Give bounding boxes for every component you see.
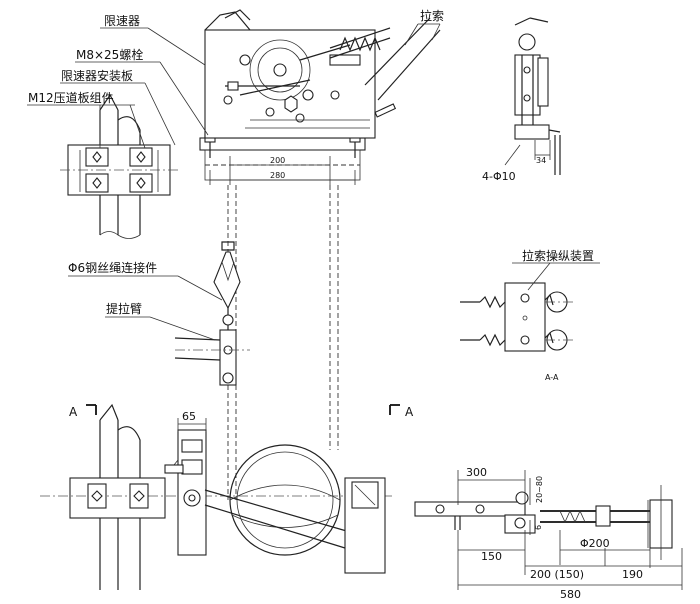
label-mount-plate: 限速器安装板 [61, 68, 133, 83]
cable-device [460, 282, 575, 352]
pull-cables [364, 17, 441, 118]
plan-view [414, 485, 673, 560]
label-cable-device: 拉索操纵装置 [522, 248, 594, 263]
section-mark-left: A [69, 405, 78, 419]
dim-200: 200 [270, 156, 285, 165]
dim-65-lines [177, 418, 207, 432]
dim-190: 190 [622, 568, 643, 581]
label-clamp-plate: M12压道板组件 [28, 91, 114, 105]
dim-6: 6 [534, 525, 543, 530]
section-mark-right: A [405, 405, 414, 419]
dim-200-150: 200 (150) [530, 568, 584, 581]
bottom-bracket [164, 429, 207, 556]
dim-280: 280 [270, 171, 285, 180]
label-rope-connector: Φ6钢丝绳连接件 [68, 260, 157, 275]
label-pull-cable: 拉索 [420, 8, 444, 23]
leader-lines [27, 23, 600, 341]
governor-body [204, 9, 376, 139]
side-view [504, 17, 561, 175]
plan-dims [457, 470, 683, 590]
lift-arm [174, 329, 250, 386]
wire-ropes [227, 185, 339, 500]
label-governor: 限速器 [104, 14, 140, 28]
dim-300: 300 [466, 466, 487, 479]
dim-65: 65 [182, 410, 196, 423]
label-lift-arm: 提拉臂 [106, 301, 142, 316]
dim-200-280 [209, 156, 356, 185]
dim-20-80: 20~80 [535, 476, 544, 503]
dim-34: 34 [536, 156, 546, 165]
dim-holes: 4-Φ10 [482, 170, 516, 183]
governor-spring [329, 27, 391, 59]
clamp-plate-assembly [60, 144, 180, 196]
pulley-wheel [204, 444, 351, 556]
section-markers [86, 404, 400, 415]
section-aa-label: A-A [545, 373, 559, 382]
bottom-clamp [40, 477, 395, 519]
dim-phi200: Φ200 [580, 537, 610, 550]
label-bolt: M8×25螺栓 [76, 47, 143, 62]
dim-150: 150 [481, 550, 502, 563]
right-support [344, 477, 386, 574]
rope-connector [213, 241, 241, 330]
dim-580: 580 [560, 588, 581, 601]
